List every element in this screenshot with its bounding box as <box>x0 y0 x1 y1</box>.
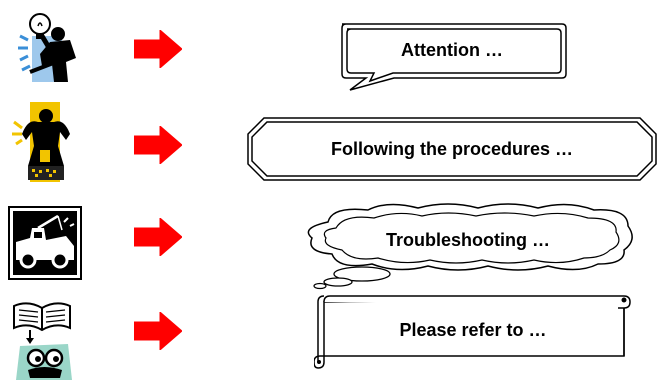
octagon-banner-callout <box>247 117 657 181</box>
attention-label: Attention … <box>401 39 503 60</box>
tow-truck-icon <box>8 206 82 280</box>
thought-cloud-callout <box>307 203 633 290</box>
strongman-icon <box>12 102 70 182</box>
following-procedures-label: Following the procedures … <box>330 138 573 159</box>
idea-person-icon <box>18 13 76 82</box>
reader-book-icon <box>13 302 72 380</box>
please-refer-label: Please refer to … <box>399 319 547 340</box>
speech-bubble-callout <box>341 23 567 91</box>
scroll-callout <box>314 295 631 369</box>
troubleshooting-label: Troubleshooting … <box>386 229 550 250</box>
right-arrow-2 <box>134 126 182 164</box>
right-arrow-1 <box>134 30 182 68</box>
right-arrow-3 <box>134 218 182 256</box>
right-arrow-4 <box>134 312 182 350</box>
